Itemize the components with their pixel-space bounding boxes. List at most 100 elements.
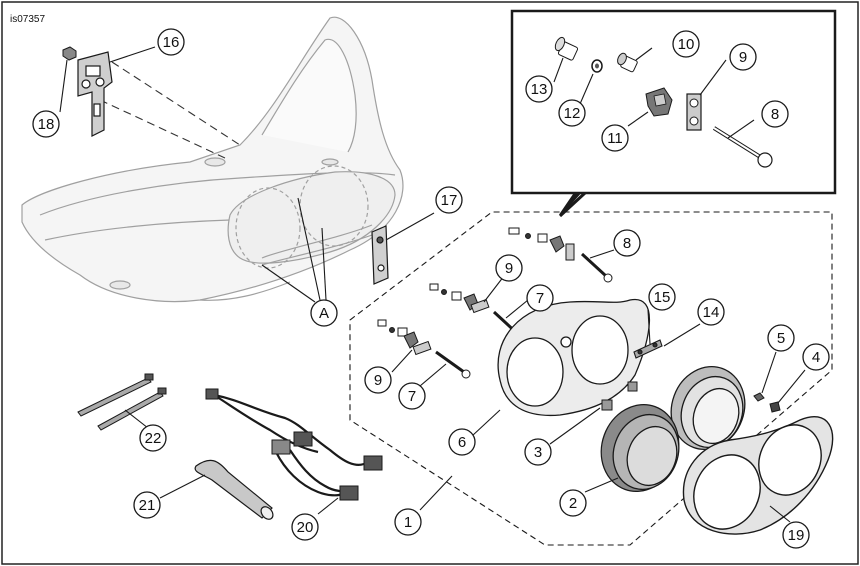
callout-circle [133, 491, 161, 519]
callout-circle [310, 299, 338, 327]
callout-7: 7 [398, 382, 426, 410]
bracket-15 [633, 339, 663, 359]
callout-4: 4 [802, 343, 830, 371]
headlamp-rear [670, 366, 746, 450]
callout-label: 20 [297, 519, 314, 536]
callout-circle [364, 366, 392, 394]
callout-circle [394, 508, 422, 536]
callout-8: 8 [613, 229, 641, 257]
callout-7: 7 [526, 284, 554, 312]
callout-label: 9 [374, 372, 382, 389]
callout-label: 10 [678, 36, 695, 53]
callout-label: 5 [777, 330, 785, 347]
mounting-ring-6 [497, 298, 651, 417]
callout-2: 2 [559, 489, 587, 517]
adjuster-set-lower [377, 319, 471, 379]
callout-label: 7 [408, 388, 416, 405]
callout-label: 17 [441, 192, 458, 209]
callout-label: 21 [139, 497, 156, 514]
adjuster-set-upper [508, 227, 613, 283]
callout-circle [613, 229, 641, 257]
callout-3: 3 [524, 438, 552, 466]
callout-label: 13 [531, 81, 548, 98]
callout-label: 8 [623, 235, 631, 252]
callout-label: 16 [163, 34, 180, 51]
callout-10: 10 [672, 30, 700, 58]
callout-circle [697, 298, 725, 326]
callout-circle [524, 438, 552, 466]
callout-leaders [59, 46, 806, 523]
callout-circle [526, 284, 554, 312]
callout-circle [601, 124, 629, 152]
screw-5 [753, 392, 765, 402]
zip-ties-22 [77, 373, 167, 431]
callout-circle [729, 43, 757, 71]
callout-19: 19 [782, 521, 810, 549]
callout-circle [767, 324, 795, 352]
screws-3 [601, 381, 638, 411]
fairing-ghost [21, 16, 404, 303]
callout-label: 3 [534, 444, 542, 461]
callout-label: 19 [788, 527, 805, 544]
callout-1: 1 [394, 508, 422, 536]
callout-label: A [319, 305, 329, 322]
callout-label: 1 [404, 514, 412, 531]
headlamp-front [600, 404, 680, 492]
callout-circle [495, 254, 523, 282]
callout-circle [32, 110, 60, 138]
callout-label: 2 [569, 495, 577, 512]
callout-circle [291, 513, 319, 541]
callout-9: 9 [364, 366, 392, 394]
callout-a: A [310, 299, 338, 327]
callout-15: 15 [648, 283, 676, 311]
callout-22: 22 [139, 424, 167, 452]
callout-6: 6 [448, 428, 476, 456]
bracket-16 [77, 51, 113, 137]
bracket-leader-dashes [99, 61, 241, 159]
callout-circle [782, 521, 810, 549]
callout-label: 7 [536, 290, 544, 307]
callout-circle [448, 428, 476, 456]
callout-circle [559, 489, 587, 517]
callout-circle [139, 424, 167, 452]
callout-8: 8 [761, 100, 789, 128]
trim-bezel-19 [682, 415, 834, 535]
callout-11: 11 [601, 124, 629, 152]
callout-20: 20 [291, 513, 319, 541]
callout-label: 15 [654, 289, 671, 306]
callout-circle [672, 30, 700, 58]
callout-16: 16 [157, 28, 185, 56]
callout-9: 9 [729, 43, 757, 71]
callout-circle [802, 343, 830, 371]
callout-label: 11 [607, 130, 623, 147]
callout-label: 4 [812, 349, 820, 366]
callout-13: 13 [525, 75, 553, 103]
callout-label: 8 [771, 106, 779, 123]
callout-12: 12 [558, 99, 586, 127]
screw-4 [769, 401, 781, 413]
callout-label: 9 [739, 49, 747, 66]
callout-9: 9 [495, 254, 523, 282]
leader-lines-a [261, 197, 327, 303]
callout-label: 6 [458, 434, 466, 451]
callout-circle [761, 100, 789, 128]
clip-17 [371, 225, 389, 285]
callout-label: 18 [38, 116, 55, 133]
callout-label: 14 [703, 304, 720, 321]
figure-reference: is07357 [10, 14, 45, 25]
callout-label: 12 [564, 105, 581, 122]
callout-18: 18 [32, 110, 60, 138]
callout-circle [558, 99, 586, 127]
callout-label: 22 [145, 430, 162, 447]
callout-14: 14 [697, 298, 725, 326]
callout-5: 5 [767, 324, 795, 352]
callout-17: 17 [435, 186, 463, 214]
callout-circle [435, 186, 463, 214]
callout-circle [157, 28, 185, 56]
callout-circle [648, 283, 676, 311]
callout-circle [525, 75, 553, 103]
